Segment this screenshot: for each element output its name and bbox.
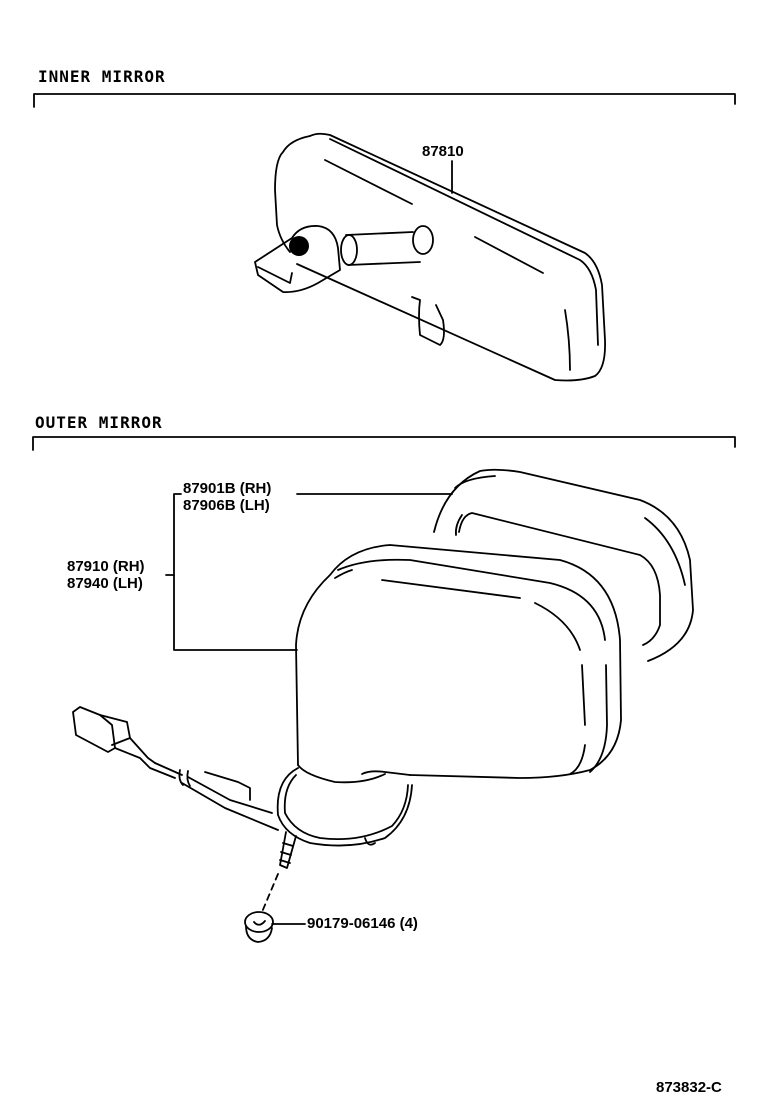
section-title-outer-mirror: OUTER MIRROR bbox=[35, 413, 163, 432]
part-label-87910-rh[interactable]: 87910 (RH) bbox=[67, 558, 145, 575]
part-label-87940-lh[interactable]: 87940 (LH) bbox=[67, 575, 143, 592]
leader-lines-outer bbox=[165, 493, 453, 925]
section-title-inner-mirror: INNER MIRROR bbox=[38, 67, 166, 86]
outer-mirror-bracket bbox=[32, 436, 736, 451]
part-label-87810[interactable]: 87810 bbox=[422, 143, 464, 160]
inner-mirror-drawing bbox=[254, 132, 606, 382]
part-label-87906b-lh[interactable]: 87906B (LH) bbox=[183, 497, 270, 514]
part-label-90179-06146[interactable]: 90179-06146 (4) bbox=[307, 915, 418, 932]
figure-code: 873832-C bbox=[656, 1079, 722, 1096]
inner-mirror-bracket bbox=[33, 93, 736, 108]
part-label-87901b-rh[interactable]: 87901B (RH) bbox=[183, 480, 272, 497]
outer-mirror-drawing bbox=[72, 468, 694, 943]
